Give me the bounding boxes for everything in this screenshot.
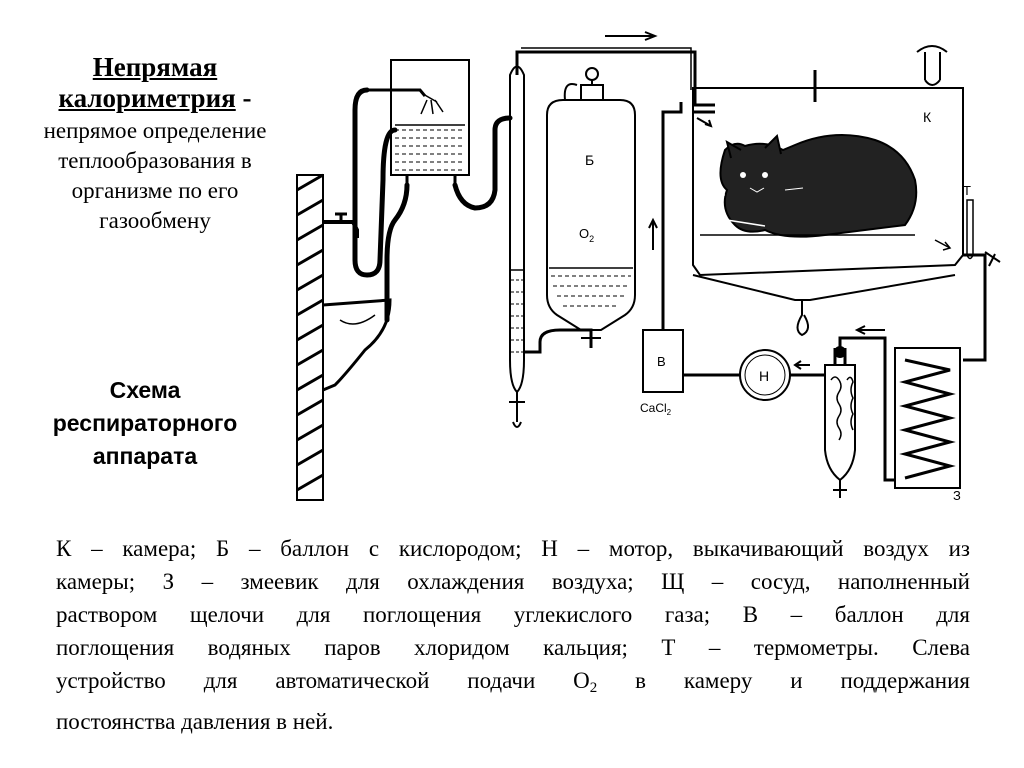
subtitle-line-2: теплообразования в (58, 148, 252, 173)
up-arrow (648, 217, 658, 250)
sink (322, 298, 392, 392)
cooling-coil: З (894, 347, 961, 503)
legend-text: К – камера; Б – баллон с кислородом; Н –… (56, 532, 970, 738)
legend-line-6: постоянства давления в ней. (56, 709, 334, 734)
title-word: калориметрия (58, 83, 236, 113)
legend-line-3: раствором щелочи для поглощения углекисл… (56, 602, 970, 627)
label-cacl2: CaCl2 (640, 401, 672, 417)
label-motor: Н (759, 368, 769, 384)
caption-line-3: аппарата (92, 443, 198, 469)
title-line-2: калориметрия - (10, 83, 300, 114)
legend-line-2: камеры; З – змеевик для охлаждения возду… (56, 569, 970, 594)
chamber-funnel (692, 274, 956, 337)
label-balloon: Б (585, 152, 594, 168)
coil-tube-arrow (854, 325, 885, 335)
oxygen-balloon: Б O2 (546, 67, 636, 340)
water-tank (365, 59, 470, 185)
hoses (352, 87, 513, 323)
subtitle-line-4: газообмену (99, 208, 211, 233)
cat-illustration (700, 134, 918, 238)
subtitle-line-1: непрямое определение (43, 118, 267, 143)
title-line-1: Непрямая (92, 52, 218, 82)
title-dash: - (235, 83, 252, 113)
label-chamber: К (923, 109, 932, 125)
return-tube (661, 102, 683, 330)
label-drier: В (657, 354, 666, 369)
outlet-tube (963, 253, 987, 362)
drier-vessel: В CaCl2 (640, 320, 740, 417)
legend-line-1: К – камера; Б – баллон с кислородом; Н –… (56, 536, 970, 561)
top-air-line (515, 31, 715, 107)
burette (509, 65, 525, 428)
coil-tube (838, 336, 895, 482)
subtitle-line-3: организме по его (71, 178, 239, 203)
label-coil: З (953, 488, 961, 503)
title-block: Непрямая калориметрия - непрямое определ… (10, 52, 300, 236)
water-tap (323, 212, 359, 238)
label-oxygen: O2 (579, 226, 594, 244)
caption-line-1: Схема (109, 377, 181, 403)
alkali-vessel: Щ (824, 346, 856, 510)
respiratory-apparatus-diagram: Б O2 К Т З (296, 31, 1001, 510)
label-thermometer: Т (963, 183, 971, 198)
caption-line-2: респираторного (52, 410, 238, 436)
burette-balloon-tube (524, 328, 593, 354)
chamber: К (692, 45, 964, 277)
wall (296, 173, 324, 501)
scheme-caption: Схема респираторного аппарата (20, 374, 270, 473)
legend-line-4: поглощения водяных паров хлоридом кальци… (56, 635, 970, 660)
label-alkali: Щ (833, 509, 845, 510)
legend-line-5: устройство для автоматической подачи O2 … (56, 668, 970, 696)
motor: Н (739, 349, 825, 401)
